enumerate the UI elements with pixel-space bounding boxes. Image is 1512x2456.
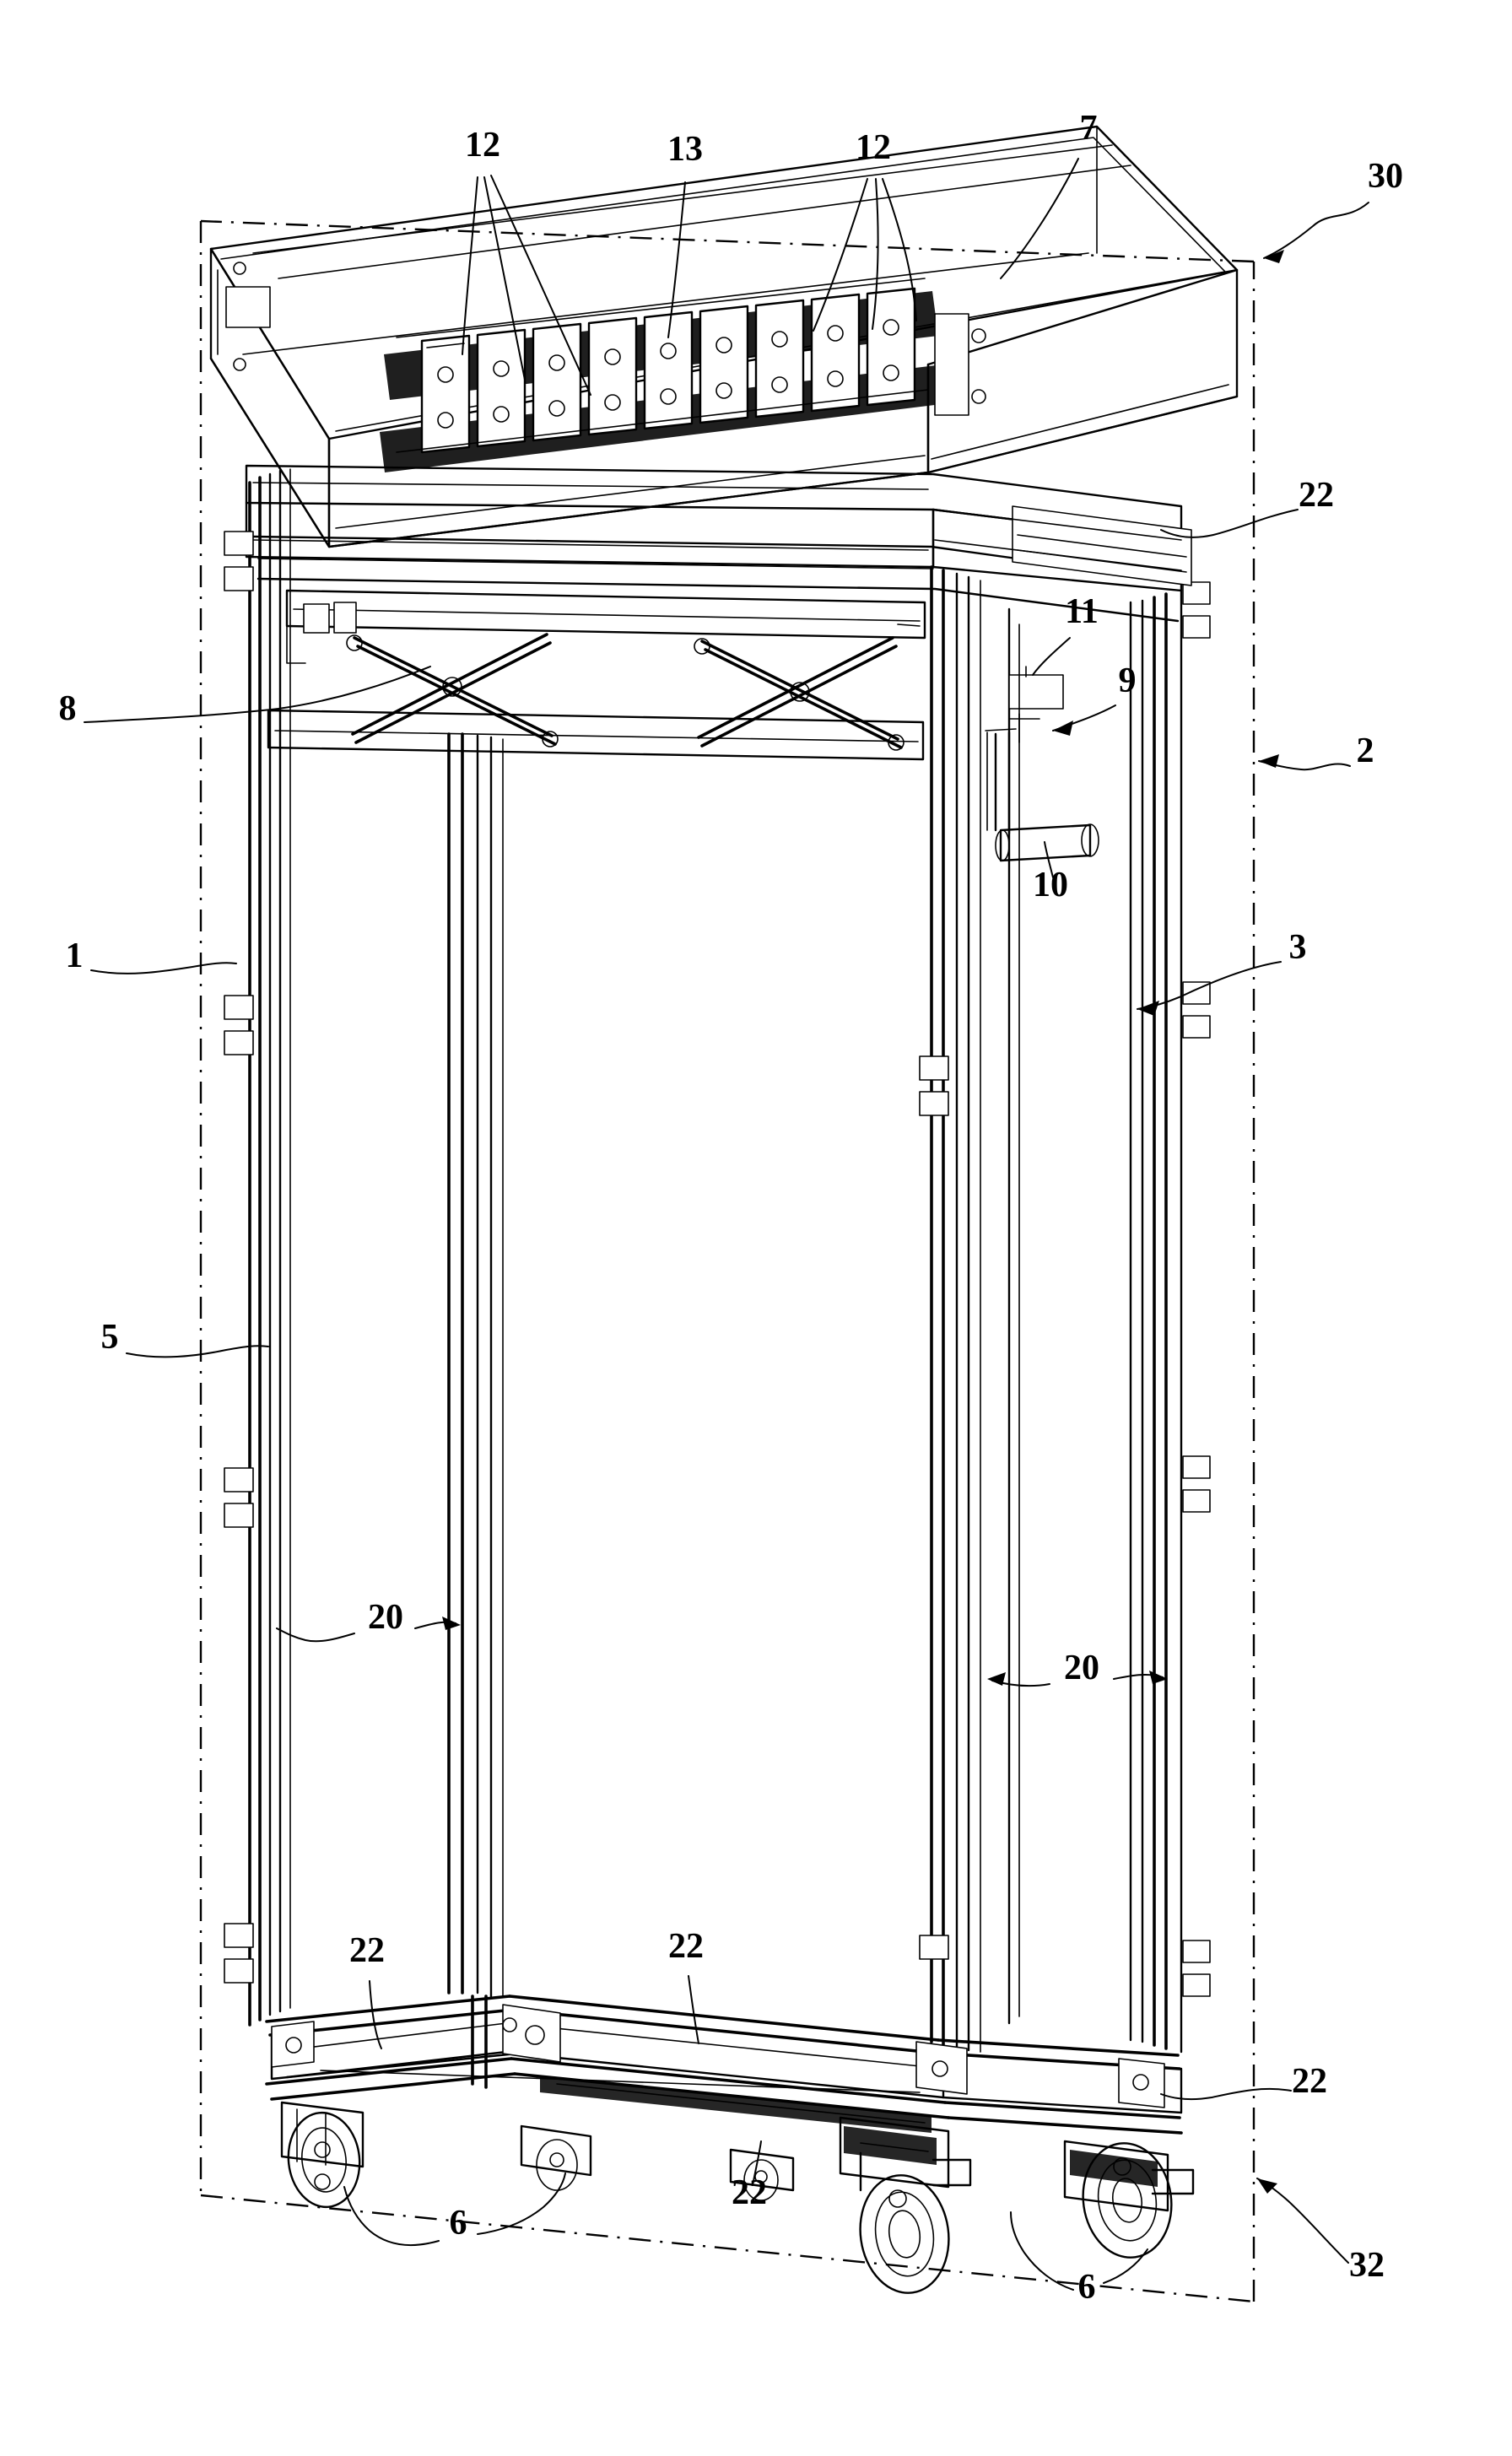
ref-label-5: 5 <box>101 1318 119 1357</box>
ref-label-7: 7 <box>1080 109 1098 148</box>
leader-lines <box>84 158 1369 2291</box>
ref-label-11: 11 <box>1065 592 1099 631</box>
ref-label-13: 13 <box>667 130 703 169</box>
ref-label-6-right: 6 <box>1078 2268 1096 2307</box>
ref-label-12-right: 12 <box>856 128 891 167</box>
ref-label-6-left: 6 <box>450 2204 467 2243</box>
ref-label-12-left: 12 <box>465 126 500 165</box>
ref-label-22-bottom-left: 22 <box>349 1931 385 1970</box>
ref-label-3: 3 <box>1289 928 1307 967</box>
castor-rear-left <box>280 2101 364 2209</box>
scissor-lift <box>267 589 926 761</box>
ref-label-22-bottom-right: 22 <box>1292 2062 1327 2101</box>
ref-label-10: 10 <box>1033 866 1068 904</box>
reference-numerals: 12 13 12 7 30 22 11 9 2 10 3 8 1 5 20 20… <box>59 109 1404 2307</box>
ref-label-9: 9 <box>1119 661 1137 700</box>
ref-label-22-top-right: 22 <box>1299 476 1334 515</box>
upper-housing <box>209 125 1239 548</box>
left-frame-upright <box>224 468 291 2027</box>
ref-label-20-right: 20 <box>1064 1649 1099 1687</box>
ref-label-22-bottom-mid: 22 <box>668 1927 704 1966</box>
vertical-profile-right <box>919 565 981 2053</box>
ref-label-2: 2 <box>1357 731 1374 770</box>
castor-front-left <box>839 2116 972 2294</box>
corner-fitting-top-right <box>934 509 1182 571</box>
ref-label-1: 1 <box>66 937 84 975</box>
castor-rear-mid <box>520 2124 592 2191</box>
lift-platform <box>245 464 1183 623</box>
crank-grip <box>995 823 1099 862</box>
main-frame <box>224 468 1211 2294</box>
base-frame <box>265 1994 1183 2135</box>
module-array <box>420 287 916 454</box>
castor-front-right <box>1063 2140 1195 2259</box>
ref-label-8: 8 <box>59 689 77 728</box>
ref-label-30: 30 <box>1368 157 1403 196</box>
ref-label-20-left: 20 <box>368 1598 403 1637</box>
crank-mount <box>1008 674 1064 710</box>
vertical-profile-left <box>447 732 504 1998</box>
ref-label-22-base: 22 <box>732 2173 767 2212</box>
castor-rear-right <box>729 2148 795 2201</box>
ref-label-32: 32 <box>1349 2246 1385 2285</box>
crank-assembly[interactable] <box>985 666 1099 862</box>
right-side-panel <box>1007 505 1211 2054</box>
